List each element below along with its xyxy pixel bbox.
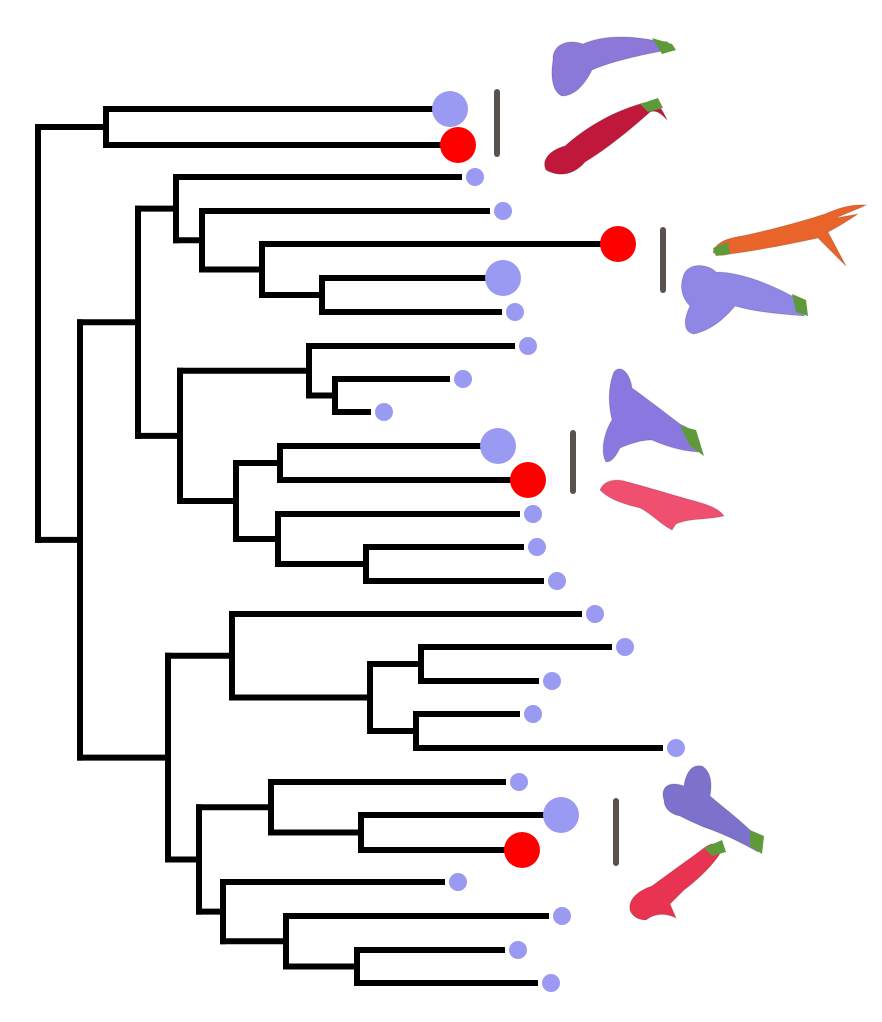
- flower-photos: [544, 36, 868, 921]
- bee-flower-1: [551, 36, 676, 97]
- bird-flower-1-calyx: [640, 98, 663, 112]
- tip-bee-pollinated: [542, 974, 560, 992]
- bee-flower-4-calyx: [750, 830, 764, 854]
- tip-bee-pollinated: [524, 505, 542, 523]
- bee-flower-3-petals: [602, 368, 703, 463]
- bee-flower-3-calyx: [680, 426, 704, 456]
- tip-bee-pollinated: [528, 538, 546, 556]
- bird-flower-3: [599, 479, 725, 531]
- bird-flower-2-petals: [712, 204, 868, 267]
- tip-bee-pollinated: [480, 428, 516, 464]
- bee-flower-1-petals: [551, 36, 669, 97]
- bee-flower-4-petals: [662, 765, 763, 853]
- tip-bee-pollinated: [667, 739, 685, 757]
- bee-flower-3: [602, 368, 704, 463]
- tip-bee-pollinated: [586, 605, 604, 623]
- tree-branches: [35, 106, 663, 986]
- tip-bee-pollinated: [506, 303, 524, 321]
- tip-bee-pollinated: [510, 773, 528, 791]
- bee-flower-2: [681, 265, 808, 335]
- tip-bee-pollinated: [543, 797, 579, 833]
- tip-bee-pollinated: [449, 873, 467, 891]
- tip-bee-pollinated: [524, 705, 542, 723]
- bird-flower-4-petals: [629, 843, 723, 921]
- bird-flower-3-petals: [599, 479, 725, 531]
- tip-bee-pollinated: [543, 672, 561, 690]
- tip-bee-pollinated: [553, 907, 571, 925]
- tip-bee-pollinated: [432, 91, 468, 127]
- bird-flower-1: [544, 98, 668, 175]
- tip-markers: [375, 91, 685, 992]
- bee-flower-2-calyx: [792, 294, 808, 316]
- tip-bird-pollinated: [440, 127, 476, 163]
- bird-flower-1-petals: [544, 101, 668, 175]
- sister-pair-markers: [494, 89, 666, 866]
- tip-bee-pollinated: [519, 337, 537, 355]
- tip-bee-pollinated: [454, 370, 472, 388]
- tip-bee-pollinated: [485, 260, 521, 296]
- bird-flower-4: [629, 840, 726, 921]
- tip-bee-pollinated: [616, 638, 634, 656]
- tip-bee-pollinated: [548, 572, 566, 590]
- tip-bird-pollinated: [600, 226, 636, 262]
- tip-bee-pollinated: [466, 168, 484, 186]
- tip-bee-pollinated: [509, 941, 527, 959]
- tip-bird-pollinated: [504, 832, 540, 868]
- tip-bird-pollinated: [510, 462, 546, 498]
- bee-flower-2-petals: [681, 265, 807, 335]
- bird-flower-4-calyx: [704, 840, 726, 856]
- bee-flower-4: [662, 765, 764, 854]
- bird-flower-2-calyx: [713, 242, 730, 256]
- tip-bee-pollinated: [375, 403, 393, 421]
- bird-flower-2: [712, 204, 868, 267]
- tip-bee-pollinated: [494, 202, 512, 220]
- bee-flower-1-calyx: [652, 38, 676, 54]
